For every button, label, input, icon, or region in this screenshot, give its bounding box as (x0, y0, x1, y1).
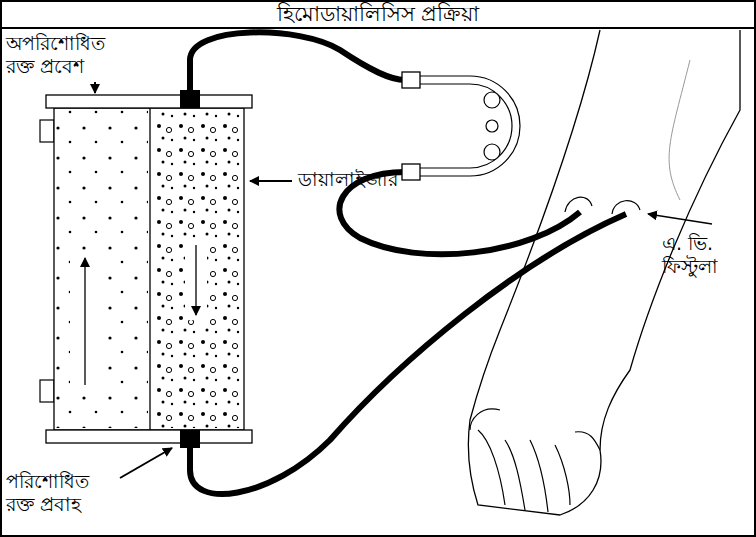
fistula-label: এ. ভি. ফিস্টুলা (662, 232, 750, 278)
dialyzer-label: ডায়ালাইজার (298, 168, 398, 191)
inlet-label: অপরিশোধিত রক্ত প্রবেশ (6, 32, 131, 78)
outlet-label: পরিশোধিত রক্ত প্রবাহ (6, 470, 116, 516)
diagram-title: হিমোডায়ালিসিস প্রক্রিয়া (0, 2, 756, 27)
